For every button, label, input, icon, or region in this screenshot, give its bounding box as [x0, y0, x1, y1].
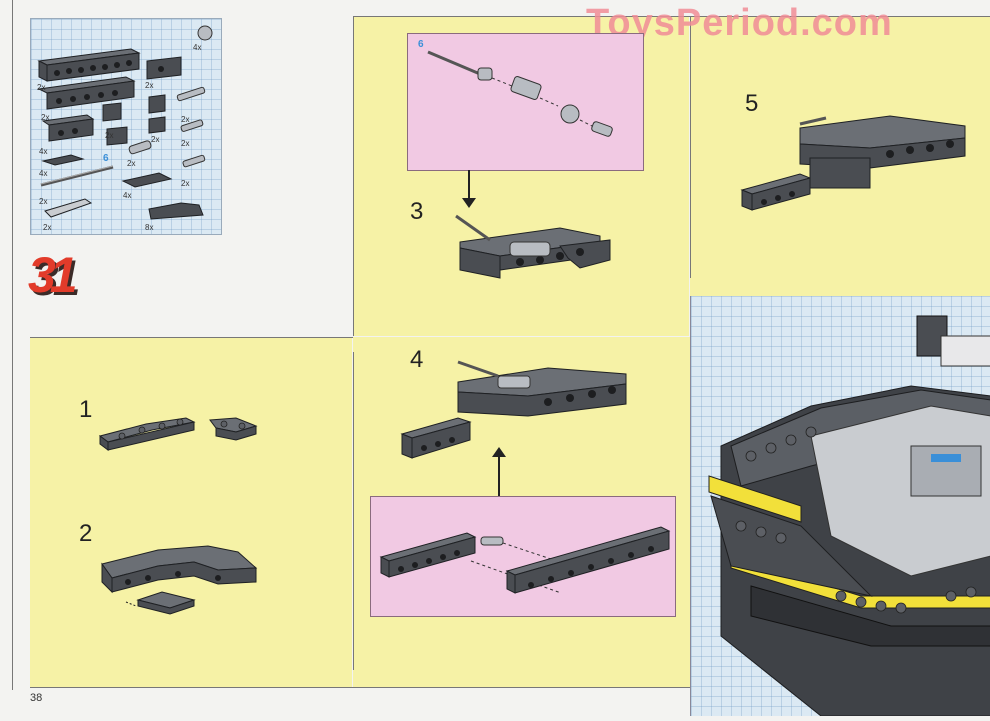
- part-plates: [41, 154, 204, 220]
- page-divider-left: [12, 0, 13, 690]
- qty-11: 2x: [127, 159, 136, 168]
- arrow-up-icon: [498, 456, 500, 496]
- divider-vertical-bottom: [353, 352, 354, 670]
- qty-2: 2x: [37, 83, 46, 92]
- qty-13: 4x: [123, 191, 132, 200]
- qty-4: 2x: [41, 113, 50, 122]
- divider-vertical-right: [690, 16, 691, 278]
- qty-15: 2x: [43, 223, 52, 232]
- step-5-number: 5: [745, 90, 759, 117]
- qty-14: 2x: [39, 197, 48, 206]
- overview-model-panel: [690, 296, 990, 717]
- arrow-down-icon: [468, 170, 470, 200]
- callout-step-3: 6: [407, 33, 644, 171]
- step-2-model: [101, 545, 258, 615]
- divider-top: [353, 16, 990, 17]
- callout-step-4: [370, 496, 676, 617]
- overview-model: [708, 315, 990, 717]
- parts-illustration: [37, 25, 213, 220]
- divider-horizontal-mid: [30, 337, 353, 338]
- step-3-model: [455, 214, 611, 279]
- qty-8: 2x: [181, 139, 190, 148]
- part-beam-long-2: [37, 76, 136, 110]
- part-beam-long-1: [37, 48, 141, 82]
- qty-3: 2x: [145, 81, 154, 90]
- step-area-1-2: [30, 337, 352, 687]
- arrow-up-head: [492, 447, 506, 457]
- qty-5: 2x: [181, 115, 190, 124]
- qty-1: 4x: [193, 43, 202, 52]
- qty-10: 4x: [39, 169, 48, 178]
- step-1-number: 1: [79, 396, 93, 423]
- part-beam-short: [41, 114, 95, 142]
- main-step-number: 31: [28, 247, 78, 303]
- part-beam-2: [146, 56, 182, 80]
- divider-vertical-top: [353, 16, 354, 336]
- qty-16: 8x: [145, 223, 154, 232]
- step-5-model: [740, 115, 966, 211]
- part-brick-small-1: [102, 94, 166, 146]
- axle-assembly-illustration: [427, 50, 613, 137]
- qty-12: 2x: [181, 179, 190, 188]
- qty-7: 2x: [105, 131, 114, 140]
- axle-callout-number: 6: [418, 39, 424, 50]
- step-4-number: 4: [410, 346, 424, 373]
- part-axle: [40, 165, 114, 187]
- parts-list-panel: 4x 2x 2x 2x 2x 2x 2x 2x 4x 4x 2x 2x 4x 2…: [30, 18, 222, 235]
- axle-length-label: 6: [103, 153, 109, 164]
- step-1-model: [98, 417, 258, 451]
- divider-bottom: [30, 687, 690, 688]
- step-3-number: 3: [410, 198, 424, 225]
- beam-pin-illustration: [379, 526, 671, 594]
- part-pins: [128, 25, 213, 168]
- qty-6: 2x: [151, 135, 160, 144]
- page-number: 38: [30, 692, 43, 704]
- arrow-down-head: [462, 198, 476, 208]
- step-4-model: [400, 360, 627, 459]
- step-2-number: 2: [79, 520, 93, 547]
- qty-9: 4x: [39, 147, 48, 156]
